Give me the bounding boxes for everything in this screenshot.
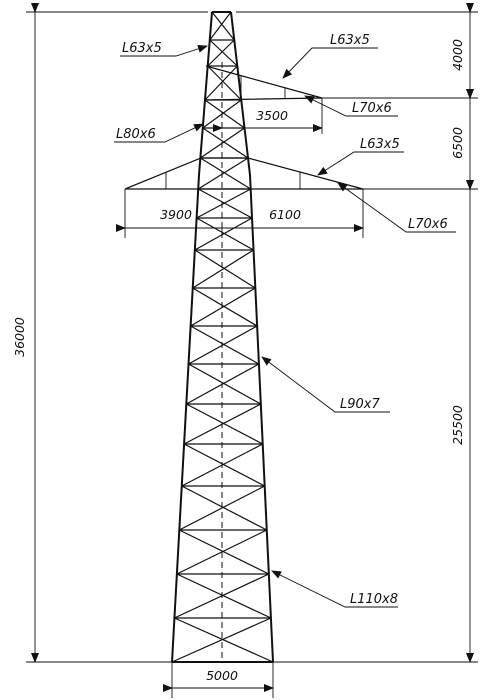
lattice-diagonal [186,403,263,445]
dim-middle-segment: 6500 [450,127,465,159]
lattice-diagonal [181,485,268,531]
lattice-diagonal [200,157,251,190]
member-labels: L63x5 L63x5 L70x6 L80x6 L63x5 L70x6 L90x… [116,33,448,607]
lattice-diagonal [188,363,262,405]
lattice-diagonal [196,188,251,219]
dim-lower-arm-right: 6100 [269,207,301,222]
lattice-diagonal [196,217,254,251]
lattice-diagonal [211,11,235,41]
lattice-diagonal [181,443,263,487]
lattice-diagonal [194,217,253,251]
leader-lines [114,44,456,608]
lattice-diagonal [192,249,254,289]
lattice-diagonal [183,443,265,487]
lattice-diagonal [202,127,249,159]
lattice-diagonal [174,573,270,619]
lattice-diagonal [179,485,265,531]
lattice-diagonal [179,529,270,575]
dim-bottom-segment: 25500 [450,405,465,445]
lattice-diagonal [197,188,253,219]
dimension-labels: 36000 4000 6500 25500 3500 3900 6100 500… [12,39,465,683]
lattice-diagonal [200,127,245,159]
leader-peak [120,44,208,57]
lattice-diagonal [176,573,272,619]
lattice-diagonal [202,99,242,129]
lattice-diagonal [209,39,238,67]
label-lower-arm-top: L63x5 [360,137,400,152]
lattice-diagonal [207,39,235,67]
lattice-diagonal [176,529,268,575]
leader-mid-leg [261,356,390,413]
lattice-diagonal [188,325,258,365]
label-upper-body: L80x6 [116,127,156,142]
tower-structure [124,11,364,663]
lattice-diagonal [204,99,245,129]
lower-crossarm [124,157,364,190]
leader-upper-arm-top [282,47,378,79]
lattice-diagonal [183,403,262,445]
leader-upper-arm-bottom [304,95,398,117]
lattice-diagonal [207,65,242,101]
leader-base-leg [271,570,398,608]
dim-total-height: 36000 [12,317,27,357]
label-lower-arm-bottom: L70x6 [408,217,448,232]
dim-upper-arm: 3500 [256,108,288,123]
lattice-diagonal [186,363,260,405]
lattice-diagonal [174,617,274,663]
tower-left-leg [171,11,213,663]
label-mid-leg: L90x7 [340,397,380,412]
label-upper-arm-top: L63x5 [330,33,370,48]
lattice-diagonal [197,157,249,190]
lattice-diagonal [192,287,258,327]
label-base-leg: L110x8 [350,592,398,607]
lattice-diagonal [209,11,232,41]
label-peak: L63x5 [122,41,162,56]
dimension-lines [26,3,478,698]
leader-upper-body [114,123,204,143]
dim-lower-arm-left: 3900 [160,207,192,222]
lattice-diagonal [171,617,272,663]
lattice-diagonal [190,325,260,365]
lattice-diagonal [194,249,256,289]
leader-lower-arm-top [317,151,404,176]
leader-lower-arm-bottom [337,182,456,233]
label-upper-arm-bottom: L70x6 [352,101,392,116]
dim-base-width: 5000 [206,668,238,683]
lattice-diagonal [204,65,238,101]
dim-top-segment: 4000 [450,39,465,71]
lattice-diagonal [190,287,256,327]
